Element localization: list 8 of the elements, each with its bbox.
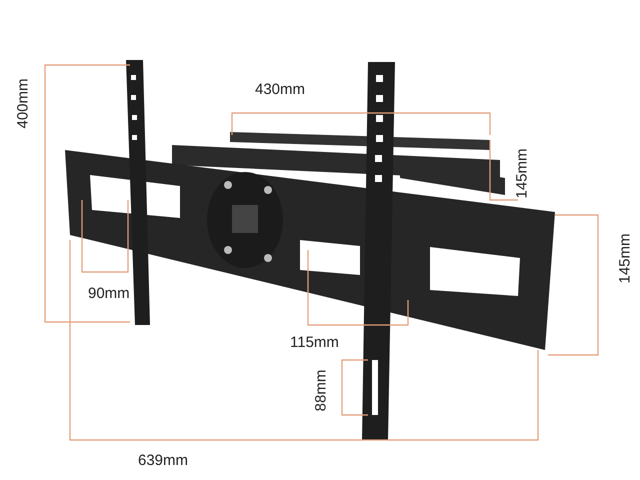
dimension-label: 90mm [88,285,130,302]
dimension-label: 145mm [616,233,634,284]
dimension-label: 145mm [514,148,531,199]
dimension-label: 400mm [14,78,32,129]
dimension-label: 430mm [255,81,306,98]
dimension-label: 88mm [312,370,330,412]
dimension-label: 639mm [138,452,188,469]
dimension-label: 115mm [290,334,339,351]
